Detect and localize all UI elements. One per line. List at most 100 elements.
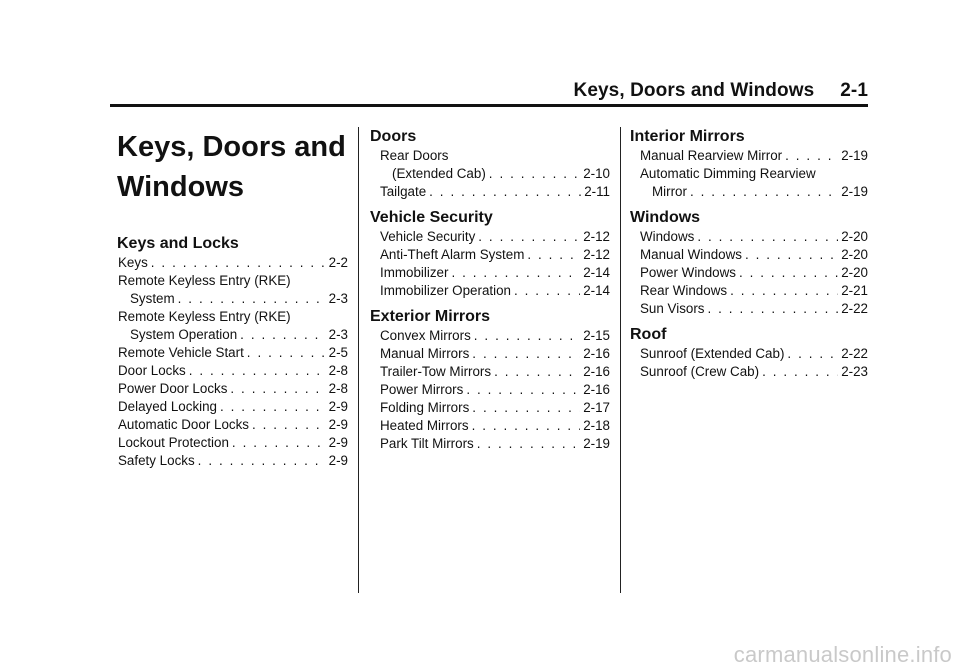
- entry-page: 2-20: [841, 247, 868, 262]
- toc-entry[interactable]: Manual Rearview Mirror2-19: [640, 147, 868, 165]
- toc-entry[interactable]: Automatic Door Locks2-9: [118, 416, 348, 434]
- entry-title-line-1: Automatic Dimming Rearview: [640, 166, 816, 181]
- toc-entry[interactable]: Park Tilt Mirrors2-19: [380, 435, 610, 453]
- toc-section: Keys and Locks Keys2-2 Remote Keyless En…: [117, 235, 348, 470]
- toc-entry[interactable]: Folding Mirrors 2-17: [380, 399, 610, 417]
- toc-entry[interactable]: Power Windows 2-20: [640, 264, 868, 282]
- toc-entry[interactable]: Sunroof (Crew Cab)2-23: [640, 363, 868, 381]
- dot-leader: [472, 417, 581, 435]
- dot-leader: [730, 282, 838, 300]
- dot-leader: [787, 345, 838, 363]
- header-rule: [110, 104, 868, 107]
- toc-entry[interactable]: Power Mirrors2-16: [380, 381, 610, 399]
- chapter-title-line-2: Windows: [117, 171, 245, 203]
- entry-page: 2-3: [328, 327, 348, 342]
- toc-section: Roof Sunroof (Extended Cab)2-22 Sunroof …: [630, 326, 868, 381]
- entry-page: 2-15: [583, 328, 610, 343]
- entry-page: 2-2: [328, 255, 348, 270]
- dot-leader: [230, 380, 325, 398]
- entry-title: Power Windows: [640, 265, 736, 280]
- dot-leader: [466, 381, 580, 399]
- toc-entry[interactable]: Mirror2-19: [640, 183, 868, 201]
- toc-entry[interactable]: Vehicle Security2-12: [380, 228, 610, 246]
- toc-entry[interactable]: Manual Mirrors2-16: [380, 345, 610, 363]
- entry-page: 2-10: [583, 166, 610, 181]
- entry-title-line-1: Rear Doors: [380, 148, 449, 163]
- toc-entry[interactable]: Door Locks2-8: [118, 362, 348, 380]
- entry-title: Keys: [118, 255, 148, 270]
- toc-entry[interactable]: Lockout Protection2-9: [118, 434, 348, 452]
- entry-title-line-1: Remote Keyless Entry (RKE): [118, 273, 291, 288]
- entry-page: 2-8: [328, 381, 348, 396]
- toc-entry[interactable]: (Extended Cab)2-10: [380, 165, 610, 183]
- toc-entry[interactable]: Remote Vehicle Start2-5: [118, 344, 348, 362]
- entry-title: Tailgate: [380, 184, 427, 199]
- entry-page: 2-11: [584, 184, 610, 199]
- toc-entry[interactable]: Anti-Theft Alarm System2-12: [380, 246, 610, 264]
- entry-page: 2-5: [328, 345, 348, 360]
- dot-leader: [247, 344, 326, 362]
- entry-page: 2-16: [583, 346, 610, 361]
- entry-title: Folding Mirrors: [380, 400, 470, 415]
- toc-entry[interactable]: Delayed Locking 2-9: [118, 398, 348, 416]
- page-number: 2-1: [840, 80, 868, 101]
- toc-entry[interactable]: Heated Mirrors2-18: [380, 417, 610, 435]
- toc-entry[interactable]: Safety Locks2-9: [118, 452, 348, 470]
- entry-page: 2-3: [328, 291, 348, 306]
- toc-section: Vehicle Security Vehicle Security2-12 An…: [370, 209, 610, 300]
- dot-leader: [762, 363, 838, 381]
- section-heading: Doors: [370, 128, 417, 145]
- toc-entry[interactable]: Keys 2-2: [118, 254, 348, 272]
- dot-leader: [240, 326, 325, 344]
- toc-entry[interactable]: Immobilizer Operation2-14: [380, 282, 610, 300]
- dot-leader: [708, 300, 839, 318]
- dot-leader: [252, 416, 326, 434]
- entry-page: 2-20: [841, 265, 868, 280]
- entry-title: Sunroof (Extended Cab): [640, 346, 785, 361]
- entry-title: Lockout Protection: [118, 435, 229, 450]
- entry-page: 2-22: [841, 301, 868, 316]
- dot-leader: [527, 246, 580, 264]
- dot-leader: [477, 435, 580, 453]
- toc-entry[interactable]: Tailgate 2-11: [380, 183, 610, 201]
- entry-page: 2-9: [328, 453, 348, 468]
- toc-entry[interactable]: Convex Mirrors 2-15: [380, 327, 610, 345]
- entry-page: 2-16: [583, 364, 610, 379]
- entry-title: System Operation: [130, 327, 238, 342]
- toc-column-3: Interior Mirrors Manual Rearview Mirror2…: [630, 128, 868, 381]
- toc-entry[interactable]: System2-3: [118, 290, 348, 308]
- toc-entry[interactable]: Power Door Locks2-8: [118, 380, 348, 398]
- dot-leader: [189, 362, 326, 380]
- entry-page: 2-22: [841, 346, 868, 361]
- toc-entry[interactable]: Trailer-Tow Mirrors2-16: [380, 363, 610, 381]
- toc-section: Interior Mirrors Manual Rearview Mirror2…: [630, 128, 868, 201]
- entry-page: 2-9: [328, 399, 348, 414]
- entry-title: Delayed Locking: [118, 399, 218, 414]
- toc-column-2: Doors Rear Doors (Extended Cab)2-10 Tail…: [370, 128, 610, 453]
- entry-page: 2-14: [583, 265, 610, 280]
- dot-leader: [198, 452, 326, 470]
- entry-page: 2-17: [583, 400, 610, 415]
- column-divider: [358, 127, 359, 593]
- entry-title: Windows: [640, 229, 695, 244]
- toc-section: Exterior Mirrors Convex Mirrors2-15 Manu…: [370, 308, 610, 453]
- entry-title: Convex Mirrors: [380, 328, 471, 343]
- toc-entry[interactable]: Immobilizer2-14: [380, 264, 610, 282]
- entry-title: Park Tilt Mirrors: [380, 436, 474, 451]
- dot-leader: [429, 183, 581, 201]
- toc-entry[interactable]: Sun Visors 2-22: [640, 300, 868, 318]
- dot-leader: [690, 183, 838, 201]
- dot-leader: [494, 363, 580, 381]
- dot-leader: [472, 345, 580, 363]
- entry-title: Sun Visors: [640, 301, 705, 316]
- running-head-title: Keys, Doors and Windows: [573, 80, 815, 101]
- toc-entry[interactable]: Sunroof (Extended Cab) 2-22: [640, 345, 868, 363]
- entry-page: 2-12: [583, 229, 610, 244]
- entry-title: Automatic Door Locks: [118, 417, 249, 432]
- toc-entry[interactable]: System Operation 2-3: [118, 326, 348, 344]
- section-heading: Windows: [630, 209, 701, 226]
